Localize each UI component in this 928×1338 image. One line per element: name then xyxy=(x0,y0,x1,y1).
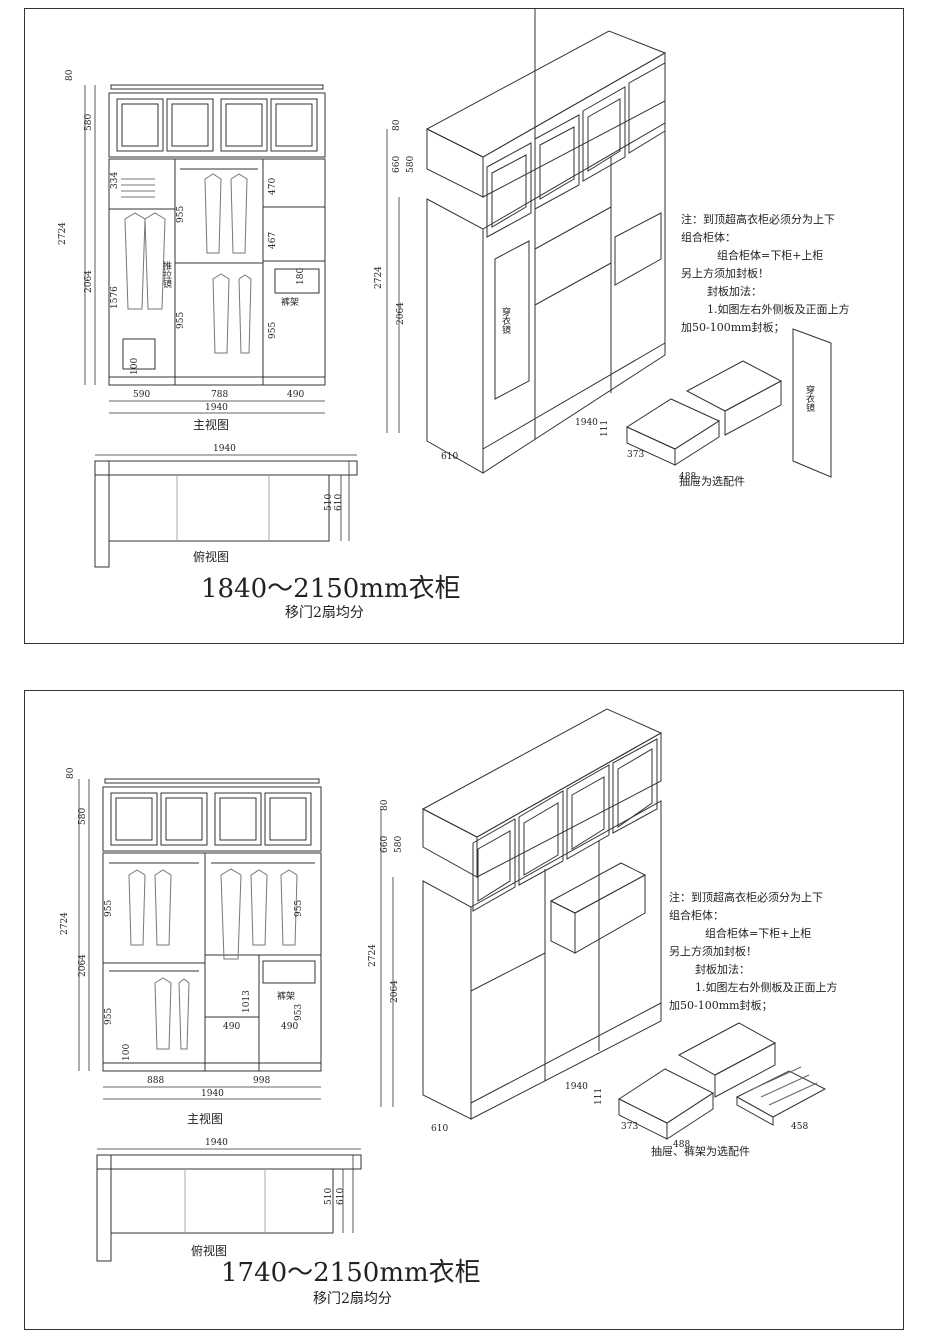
top-view-label: 俯视图 xyxy=(193,549,229,564)
top-view xyxy=(94,454,358,568)
iso-dim-80: 80 xyxy=(392,119,402,131)
dim-1013: 1013 xyxy=(242,990,252,1013)
top-dim-1940: 1940 xyxy=(213,444,236,454)
iso-dim-660: 660 xyxy=(380,836,390,853)
dim-334: 334 xyxy=(110,172,120,189)
accessory-label: 抽屉、裤架为选配件 xyxy=(651,1144,750,1158)
note-line-4: 另上方须加封板！ xyxy=(669,944,757,958)
note-line-3: 组合柜体=下柜+上柜 xyxy=(717,248,823,262)
top-view-label: 俯视图 xyxy=(191,1243,227,1258)
panel-1-drawing: 80 580 2724 2064 1576 334 955 955 470 46… xyxy=(58,9,850,621)
top-dim-610: 610 xyxy=(334,494,344,511)
iso-dim-111: 111 xyxy=(594,1088,604,1105)
dim-580: 580 xyxy=(84,114,94,131)
front-view xyxy=(78,778,322,1100)
iso-mirror-label: 穿衣镜 xyxy=(500,306,511,335)
top-dim-1940: 1940 xyxy=(205,1138,228,1148)
wardrobe-title: 1840～2150mm衣柜 xyxy=(201,574,461,604)
dim-80: 80 xyxy=(65,69,75,81)
iso-dim-2064: 2064 xyxy=(396,302,406,325)
dim-w490b: 490 xyxy=(281,1022,298,1032)
iso-dim-458: 458 xyxy=(791,1122,808,1132)
iso-dim-373: 373 xyxy=(621,1122,638,1132)
dim-2724: 2724 xyxy=(58,222,68,245)
iso-dim-373: 373 xyxy=(627,450,644,460)
wardrobe-subtitle: 移门2扇均分 xyxy=(313,1291,392,1307)
dim-80: 80 xyxy=(66,767,76,779)
wardrobe-panel-1: 80 580 2724 2064 1576 334 955 955 470 46… xyxy=(24,8,904,644)
dim-2064: 2064 xyxy=(84,270,94,293)
front-view-label: 主视图 xyxy=(187,1111,223,1126)
tag-trouser-rack: 裤架 xyxy=(281,296,299,308)
note-line-2: 组合柜体： xyxy=(669,908,724,922)
wardrobe-title: 1740～2150mm衣柜 xyxy=(221,1258,481,1288)
dim-467: 467 xyxy=(268,232,278,249)
front-view xyxy=(84,84,326,414)
note-line-4: 另上方须加封板！ xyxy=(681,266,769,280)
note-line-5: 封板加法： xyxy=(695,962,750,976)
note-line-6: 1.如图左右外侧板及正面上方 xyxy=(695,980,838,994)
dim-w998: 998 xyxy=(253,1076,270,1086)
dim-100: 100 xyxy=(122,1044,132,1061)
note-line-7: 加50-100mm封板； xyxy=(669,998,773,1012)
dim-955c: 955 xyxy=(294,900,304,917)
note-line-3: 组合柜体=下柜+上柜 xyxy=(705,926,811,940)
wardrobe-panel-2: 80 580 2724 2064 955 955 955 953 1013 10… xyxy=(24,690,904,1330)
iso-dim-80: 80 xyxy=(380,799,390,811)
loose-mirror-label: 穿衣镜 xyxy=(804,384,815,413)
note-line-1: 注：到顶超高衣柜必须分为上下 xyxy=(669,890,823,904)
tag-trouser-rack: 裤架 xyxy=(277,990,295,1002)
dim-w788: 788 xyxy=(211,390,228,400)
iso-dim-2724: 2724 xyxy=(374,266,384,289)
iso-dim-660: 660 xyxy=(392,156,402,173)
note-line-5: 封板加法： xyxy=(707,284,762,298)
note-line-7: 加50-100mm封板； xyxy=(681,320,785,334)
dim-955b: 955 xyxy=(104,1008,114,1025)
dim-180: 180 xyxy=(296,268,306,285)
iso-dim-2724: 2724 xyxy=(368,944,378,967)
top-view xyxy=(96,1148,362,1262)
dim-w1940: 1940 xyxy=(205,403,228,413)
wardrobe-subtitle: 移门2扇均分 xyxy=(285,605,364,621)
dim-470: 470 xyxy=(268,178,278,195)
dim-955a: 955 xyxy=(176,206,186,223)
panel-2-drawing: 80 580 2724 2064 955 955 955 953 1013 10… xyxy=(60,708,838,1307)
top-dim-610: 610 xyxy=(336,1188,346,1205)
dim-1576: 1576 xyxy=(110,286,120,309)
iso-dim-1940: 1940 xyxy=(575,418,598,428)
dim-w888: 888 xyxy=(147,1076,164,1086)
iso-dim-580: 580 xyxy=(406,156,416,173)
iso-dim-580: 580 xyxy=(394,836,404,853)
isometric-view xyxy=(380,708,827,1140)
note-line-6: 1.如图左右外侧板及正面上方 xyxy=(707,302,850,316)
note-line-2: 组合柜体： xyxy=(681,230,736,244)
dim-955c: 955 xyxy=(268,322,278,339)
iso-dim-610: 610 xyxy=(431,1124,448,1134)
iso-dim-610: 610 xyxy=(441,452,458,462)
tag-push-mirror: 推拉镜 xyxy=(161,260,172,289)
dim-2724: 2724 xyxy=(60,912,70,935)
top-dim-510: 510 xyxy=(324,1188,334,1205)
dim-w1940: 1940 xyxy=(201,1089,224,1099)
note-line-1: 注：到顶超高衣柜必须分为上下 xyxy=(681,212,835,226)
dim-955b: 955 xyxy=(176,312,186,329)
dim-580: 580 xyxy=(78,808,88,825)
dim-w490: 490 xyxy=(287,390,304,400)
iso-dim-488: 488 xyxy=(679,472,696,482)
accessory-label: 抽屉为选配件 xyxy=(679,474,745,488)
iso-dim-111: 111 xyxy=(600,420,610,437)
dim-w490a: 490 xyxy=(223,1022,240,1032)
dim-w590: 590 xyxy=(133,390,150,400)
front-view-label: 主视图 xyxy=(193,417,229,432)
dim-953: 953 xyxy=(294,1004,304,1021)
iso-dim-488: 488 xyxy=(673,1140,690,1150)
dim-2064: 2064 xyxy=(78,954,88,977)
dim-100: 100 xyxy=(130,358,140,375)
isometric-view xyxy=(386,9,832,478)
iso-dim-2064: 2064 xyxy=(390,980,400,1003)
iso-dim-1940: 1940 xyxy=(565,1082,588,1092)
dim-955a: 955 xyxy=(104,900,114,917)
top-dim-510: 510 xyxy=(324,494,334,511)
